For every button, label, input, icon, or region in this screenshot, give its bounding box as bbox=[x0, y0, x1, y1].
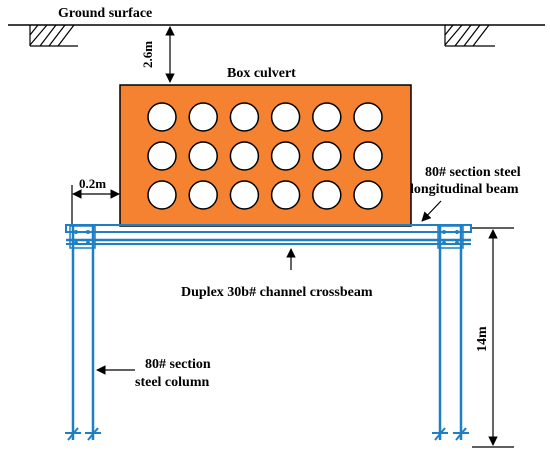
ground-surface-label: Ground surface bbox=[58, 6, 152, 21]
beam-pointer-arrow bbox=[421, 200, 442, 222]
longitudinal-beam bbox=[65, 224, 472, 233]
column-label-line2: steel column bbox=[135, 375, 209, 390]
column-label-line1: 80# section bbox=[145, 357, 211, 372]
depth-label: 2.6m bbox=[140, 41, 155, 68]
box-culvert-label: Box culvert bbox=[227, 66, 296, 81]
culvert-cell bbox=[270, 102, 301, 132]
column-base-marks bbox=[65, 427, 469, 441]
culvert-cell bbox=[188, 180, 218, 210]
culvert-cell bbox=[312, 102, 342, 132]
culvert-cell bbox=[312, 180, 342, 210]
beam-label-line2: longitudinal beam bbox=[410, 182, 519, 197]
left-joint-plate bbox=[69, 225, 96, 249]
joint-bolts bbox=[74, 230, 459, 245]
ground-hatch-right bbox=[444, 24, 495, 47]
culvert-cell bbox=[147, 180, 177, 210]
steel-frame bbox=[65, 224, 472, 440]
culvert-cell bbox=[188, 102, 218, 132]
culvert-cell bbox=[188, 141, 218, 171]
culvert-holes bbox=[147, 102, 383, 210]
culvert-cell bbox=[270, 180, 301, 210]
culvert-cell bbox=[312, 141, 342, 171]
culvert-cell bbox=[353, 102, 383, 132]
height-label: 14m bbox=[475, 326, 490, 352]
culvert-cell bbox=[229, 180, 260, 210]
culvert-cell bbox=[229, 141, 260, 171]
beam-label-line1: 80# section steel bbox=[425, 165, 521, 180]
ground-hatch-left bbox=[29, 24, 78, 47]
culvert-cell bbox=[270, 141, 301, 171]
offset-label: 0.2m bbox=[79, 176, 106, 191]
culvert-cell bbox=[147, 102, 177, 132]
right-joint-plate bbox=[437, 225, 464, 249]
culvert-cell bbox=[147, 141, 177, 171]
culvert-cell bbox=[229, 102, 260, 132]
crossbeam-label: Duplex 30b# channel crossbeam bbox=[181, 285, 373, 300]
culvert-cell bbox=[353, 180, 383, 210]
culvert-cell bbox=[353, 141, 383, 171]
